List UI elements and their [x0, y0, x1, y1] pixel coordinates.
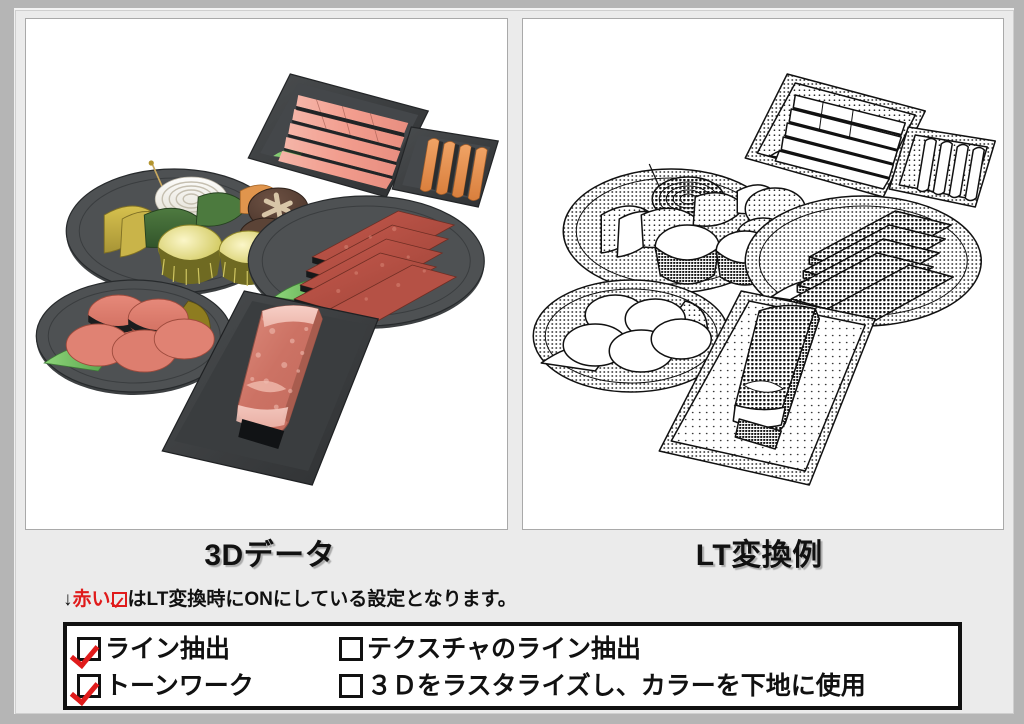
lt-settings-box: ライン抽出 テクスチャのライン抽出 トーンワーク ３Ｄをラスタライズし、カラーを… [63, 622, 962, 710]
source-3d-panel[interactable] [25, 18, 508, 530]
legend-note-red-text: 赤い [72, 589, 111, 610]
lt-converted-panel[interactable] [521, 18, 1004, 530]
lt-settings-grid: ライン抽出 テクスチャのライン抽出 トーンワーク ３Ｄをラスタライズし、カラーを… [77, 630, 954, 704]
option-label: ライン抽出 [105, 634, 231, 663]
option-label: テクスチャのライン抽出 [367, 634, 642, 663]
legend-note: ↓赤いはLT変換時にONにしている設定となります。 [63, 588, 517, 612]
option-label: ３Ｄをラスタライズし、カラーを下地に使用 [367, 671, 866, 700]
checkbox-unchecked-icon[interactable] [339, 636, 363, 661]
option-line-extraction[interactable]: ライン抽出 [77, 636, 339, 662]
checkbox-checked-icon[interactable] [77, 636, 101, 661]
content-sheet: 3Dデータ LT変換例 ↓赤いはLT変換時にONにしている設定となります。 ライ… [14, 8, 1014, 714]
checked-checkbox-icon [111, 592, 127, 607]
down-arrow-icon: ↓ [63, 589, 73, 610]
checkbox-unchecked-icon[interactable] [339, 673, 363, 698]
yakiniku-lt-lineart-image [523, 19, 1004, 529]
option-label: トーンワーク [105, 671, 254, 700]
comparison-panels [25, 18, 1004, 530]
option-rasterize-3d-use-color-as-base[interactable]: ３Ｄをラスタライズし、カラーを下地に使用 [339, 673, 954, 699]
option-texture-line-extraction[interactable]: テクスチャのライン抽出 [339, 636, 954, 662]
legend-note-text: はLT変換時にONにしている設定となります。 [127, 589, 517, 610]
checkbox-checked-icon[interactable] [77, 673, 101, 698]
option-tone-work[interactable]: トーンワーク [77, 673, 339, 699]
caption-lt-example: LT変換例 [695, 539, 823, 572]
caption-3d-data: 3Dデータ [204, 539, 336, 572]
yakiniku-3d-render-image [26, 19, 507, 529]
panel-captions: 3Dデータ LT変換例 [25, 534, 1004, 580]
